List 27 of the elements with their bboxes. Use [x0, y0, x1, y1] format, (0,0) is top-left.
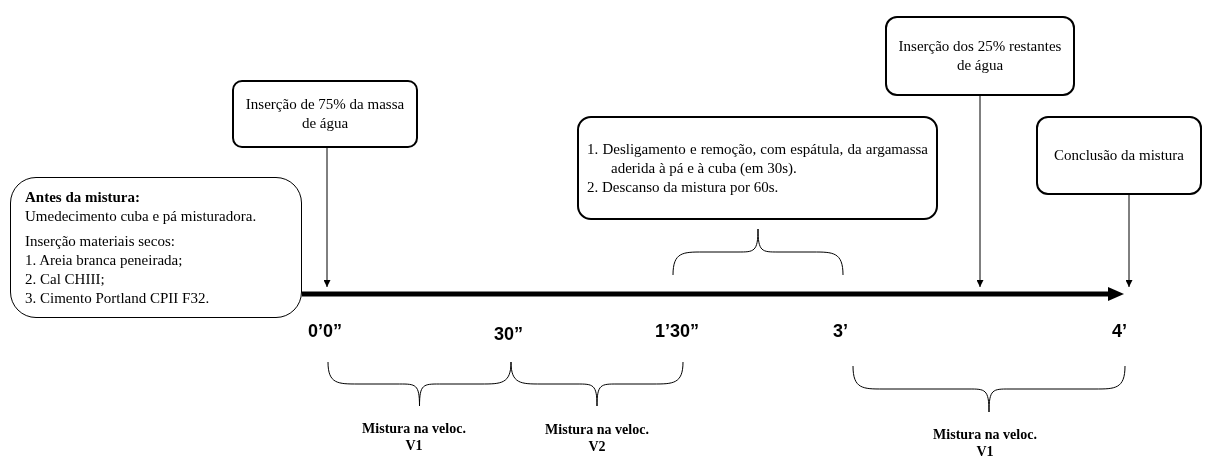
event-box — [1036, 116, 1202, 195]
note-box — [10, 177, 302, 318]
text: Umedecimento cuba e pá misturadora. — [25, 206, 258, 226]
text: Inserção materiais secos: — [25, 231, 176, 251]
list-item: 1. Desligamento e remoção, com espátula, da argamassa aderida à pá e à cuba (em 30s). — [587, 139, 928, 178]
phase-label: Mistura na veloc. V1 — [361, 420, 467, 454]
event-box — [232, 80, 418, 148]
arrow — [1125, 194, 1133, 288]
phase-label: Mistura na veloc. V1 — [932, 426, 1038, 460]
phase-label: Mistura na veloc. V2 — [544, 421, 650, 455]
list-item: 2. Cal CHIII; — [25, 269, 106, 289]
text: Inserção dos 25% restantes de água — [897, 37, 1063, 75]
time-label: 30” — [494, 324, 524, 345]
list-item: 2. Descanso da mistura por 60s. — [587, 177, 780, 197]
event-box — [885, 16, 1075, 96]
event-box — [577, 116, 938, 220]
text: Conclusão da mistura — [1053, 146, 1185, 165]
heading: Antes da mistura: — [25, 187, 141, 207]
time-label: 4’ — [1112, 321, 1127, 342]
text: Inserção de 75% da massa de água — [244, 95, 406, 133]
time-label: 3’ — [833, 321, 848, 342]
time-label: 0’0” — [308, 321, 343, 342]
time-label: 1’30” — [655, 321, 700, 342]
list-item: 3. Cimento Portland CPII F32. — [25, 288, 211, 308]
arrow — [976, 95, 984, 288]
list-item: 1. Areia branca peneirada; — [25, 250, 184, 270]
arrow — [323, 147, 331, 288]
